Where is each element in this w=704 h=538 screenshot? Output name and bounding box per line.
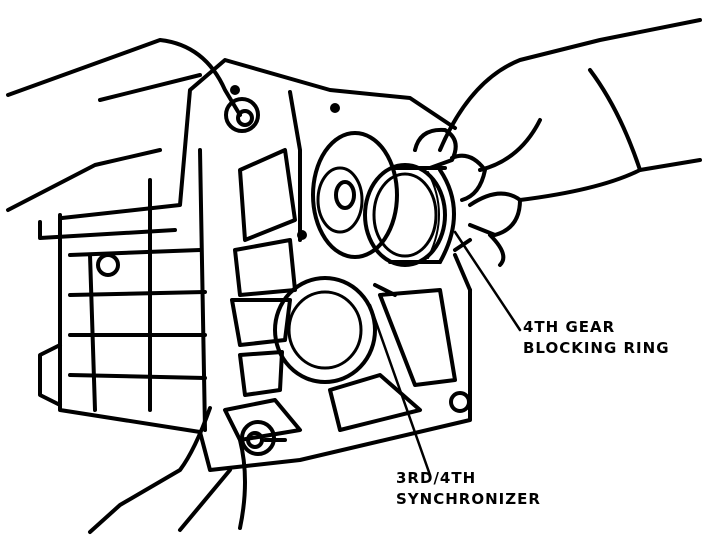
blocking-ring (363, 163, 456, 267)
transmission-housing (38, 58, 472, 472)
hand (413, 18, 702, 267)
label-synchronizer-line2: SYNCHRONIZER (396, 490, 541, 508)
bolt-left-panel (96, 253, 120, 277)
label-synchronizer: 3RD/4TH SYNCHRONIZER (396, 468, 541, 510)
bolt-bottom-left (240, 420, 287, 456)
label-blocking-ring: 4TH GEAR BLOCKING RING (523, 317, 670, 359)
support-bracket (6, 38, 247, 534)
label-synchronizer-line1: 3RD/4TH (396, 469, 477, 487)
label-blocking-ring-line2: BLOCKING RING (523, 339, 670, 357)
leader-blocking-ring (453, 230, 522, 332)
bolt-top-left (224, 97, 260, 133)
bolt-right (449, 391, 471, 413)
leader-synchronizer (368, 303, 432, 477)
label-blocking-ring-line1: 4TH GEAR (523, 318, 616, 336)
